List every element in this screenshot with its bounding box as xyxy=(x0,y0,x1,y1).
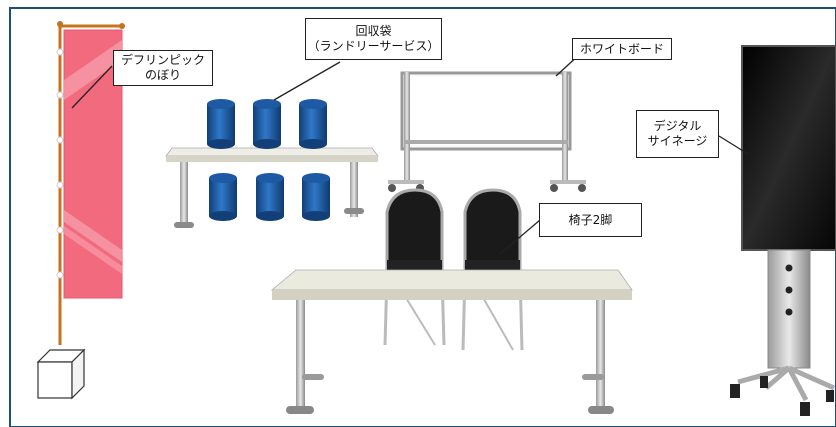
chair-left xyxy=(383,188,446,346)
laundry-bag-label-line2: （ランドリーサービス） xyxy=(307,39,440,53)
banner-leader-line xyxy=(71,65,113,109)
laundry-bag-label-line1: 回収袋 xyxy=(355,24,392,38)
laundry-bags xyxy=(207,99,330,221)
banner-label-line1: デフリンピック xyxy=(120,53,205,67)
main-table xyxy=(270,269,633,414)
banner-label: デフリンピック のぼり xyxy=(113,50,213,86)
whiteboard-label: ホワイトボード xyxy=(572,38,672,60)
digital-signage xyxy=(730,45,836,416)
laundry-bag-table xyxy=(165,147,379,228)
signage-label-line1: デジタル xyxy=(653,119,702,133)
whiteboard xyxy=(388,71,586,192)
frame-border xyxy=(9,7,836,427)
signage-leader-line xyxy=(718,135,749,155)
chairs-label: 椅子2脚 xyxy=(539,203,642,237)
laundry-bag-label: 回収袋 （ランドリーサービス） xyxy=(305,18,442,60)
signage-label-line2: サイネージ xyxy=(647,134,708,148)
chairs-leader-line xyxy=(499,219,541,255)
banner-label-line2: のぼり xyxy=(144,68,181,82)
signage-label: デジタル サイネージ xyxy=(636,110,719,158)
whiteboard-label-line1: ホワイトボード xyxy=(579,41,664,56)
chairs-label-line1: 椅子2脚 xyxy=(568,212,613,227)
nobori-banner xyxy=(36,21,125,400)
bag-leader-line xyxy=(273,61,341,101)
